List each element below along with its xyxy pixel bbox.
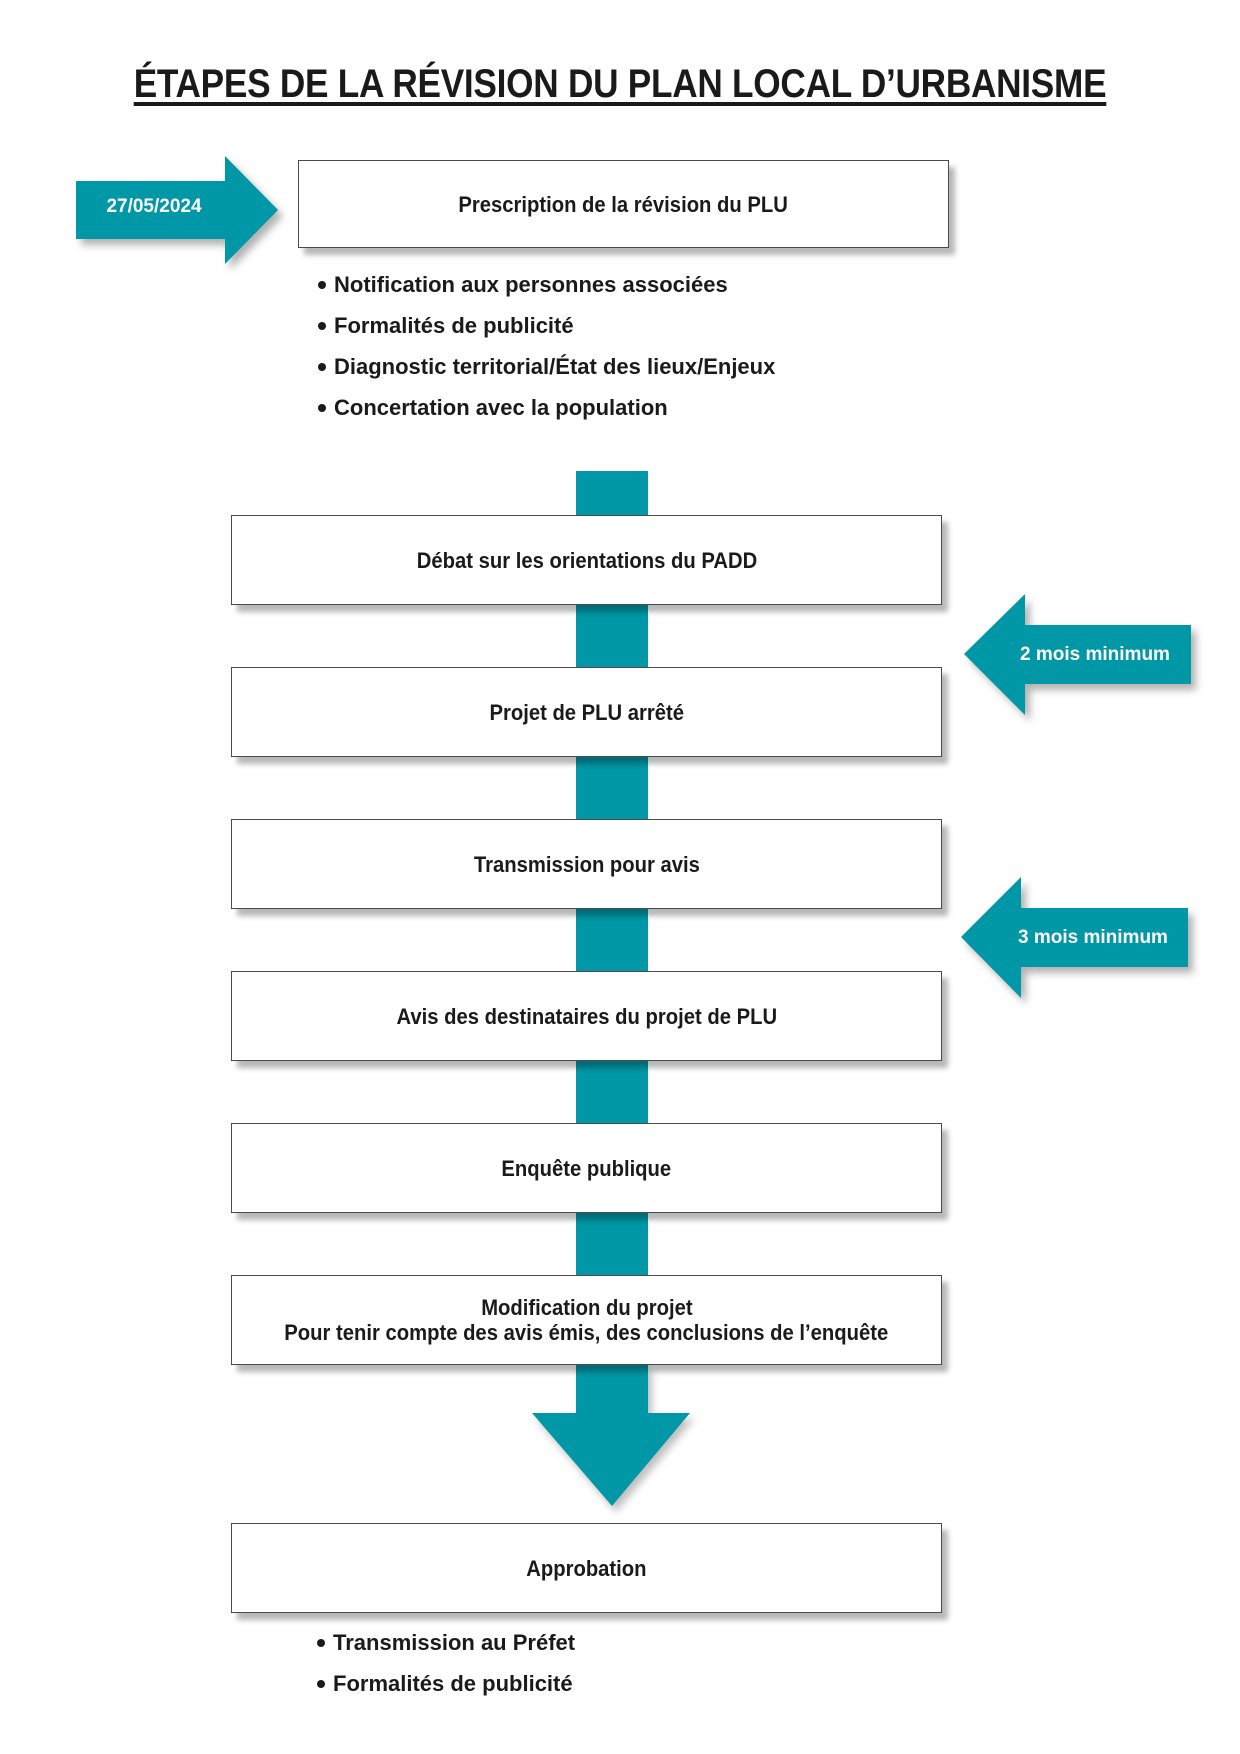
step-approbation: Approbation — [231, 1523, 942, 1613]
flow-connector — [576, 1061, 648, 1123]
final-down-arrow — [532, 1365, 690, 1506]
step-prescription: Prescription de la révision du PLU — [298, 160, 949, 248]
step-avis-destinataires: Avis des destinataires du projet de PLU — [231, 971, 942, 1061]
duration-label-3-mois: 3 mois minimum — [1018, 927, 1168, 948]
step-label: Transmission pour avis — [473, 851, 700, 877]
step-transmission-avis: Transmission pour avis — [231, 819, 942, 909]
step-debat-padd: Débat sur les orientations du PADD — [231, 515, 942, 605]
step-label: Projet de PLU arrêté — [489, 699, 684, 725]
flow-connector — [576, 757, 648, 819]
bullet-icon — [317, 1638, 325, 1647]
approbation-bullet-list: Transmission au Préfet Formalités de pub… — [317, 1622, 575, 1704]
bullet-icon — [318, 362, 326, 371]
step-enquete-publique: Enquête publique — [231, 1123, 942, 1213]
step-modification-projet: Modification du projet Pour tenir compte… — [231, 1275, 942, 1365]
bullet-icon — [318, 403, 326, 412]
prescription-bullet-list: Notification aux personnes associées For… — [318, 264, 775, 428]
flow-connector — [576, 605, 648, 667]
list-item: Formalités de publicité — [318, 305, 775, 346]
list-item: Diagnostic territorial/État des lieux/En… — [318, 346, 775, 387]
step-label: Modification du projet — [480, 1295, 693, 1320]
step-label: Débat sur les orientations du PADD — [416, 547, 757, 573]
bullet-icon — [318, 280, 326, 289]
step-projet-arrete: Projet de PLU arrêté — [231, 667, 942, 757]
step-sublabel: Pour tenir compte des avis émis, des con… — [284, 1320, 889, 1345]
page-title: ÉTAPES DE LA RÉVISION DU PLAN LOCAL D’UR… — [133, 62, 1107, 106]
start-date-label: 27/05/2024 — [106, 196, 202, 217]
bullet-icon — [317, 1679, 325, 1688]
list-item: Concertation avec la population — [318, 387, 775, 428]
duration-arrow-2-mois: 2 mois minimum — [964, 594, 1191, 715]
list-item: Formalités de publicité — [317, 1663, 575, 1704]
step-label: Avis des destinataires du projet de PLU — [396, 1003, 777, 1029]
flow-connector — [576, 909, 648, 971]
list-item: Transmission au Préfet — [317, 1622, 575, 1663]
list-item: Notification aux personnes associées — [318, 264, 775, 305]
start-date-arrow: 27/05/2024 — [76, 156, 278, 264]
flow-connector — [576, 1213, 648, 1275]
duration-arrow-3-mois: 3 mois minimum — [961, 877, 1188, 998]
step-label: Prescription de la révision du PLU — [458, 191, 789, 217]
step-label: Enquête publique — [501, 1155, 672, 1181]
step-label: Approbation — [526, 1555, 647, 1581]
bullet-icon — [318, 321, 326, 330]
duration-label-2-mois: 2 mois minimum — [1020, 644, 1170, 665]
flow-connector — [576, 471, 648, 515]
